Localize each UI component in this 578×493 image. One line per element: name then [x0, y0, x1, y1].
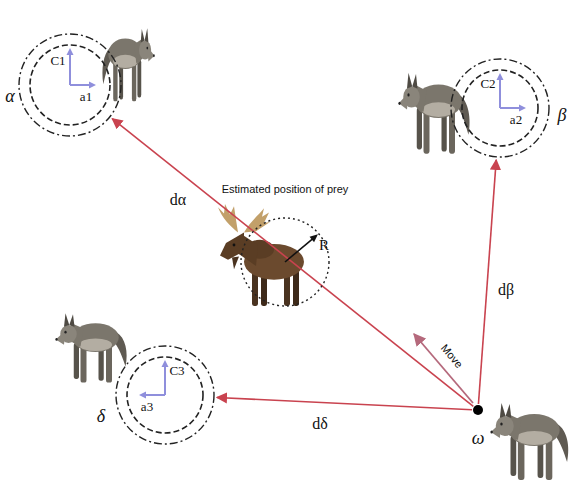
wolf-figure [490, 403, 568, 480]
coefficient-axis [500, 107, 522, 109]
omega-position: ω [473, 405, 483, 415]
outer-ring [19, 34, 121, 136]
omega-wolf [490, 403, 568, 480]
wolf-figure [55, 313, 126, 382]
distance-line [217, 397, 472, 409]
wolf-label: α [5, 87, 14, 107]
wolf-label: β [558, 106, 567, 126]
outer-ring [116, 346, 214, 444]
coefficient-label: a2 [510, 113, 522, 127]
axis-head [67, 48, 74, 55]
arrow-head [310, 234, 318, 242]
coefficient-axis [143, 394, 165, 396]
node-outline [240, 217, 330, 307]
node-outline [115, 345, 215, 445]
coefficient-label: C1 [50, 54, 65, 68]
distance-label: dα [170, 191, 186, 209]
inner-ring [30, 45, 110, 125]
wolf-label: ω [472, 429, 485, 449]
inner-ring [462, 70, 538, 146]
beta-wolf [398, 73, 469, 154]
coefficient-axis [499, 77, 501, 108]
position-dot [473, 405, 483, 415]
prey-region: Estimated position of preyR [240, 217, 330, 307]
node-outline [473, 405, 483, 415]
coefficient-label: C2 [480, 77, 495, 91]
radius-label: R [319, 237, 329, 254]
delta-region: δC3a3 [115, 345, 215, 445]
prey-moose [218, 204, 304, 306]
node-outline [450, 58, 550, 158]
move-label: Move [439, 342, 466, 370]
prey-title: Estimated position of prey [222, 183, 349, 195]
coefficient-axis [69, 52, 71, 85]
beta-region: βC2a2 [450, 58, 550, 158]
coefficient-axis [164, 364, 166, 395]
axis-head [519, 105, 526, 112]
delta-wolf [55, 313, 126, 382]
axis-head [89, 82, 96, 89]
distance-line [478, 160, 496, 404]
distance-line [112, 119, 473, 407]
coefficient-label: a3 [141, 400, 153, 414]
distance-label: dβ [498, 281, 514, 299]
distance-label: dδ [312, 415, 328, 433]
radius-arrow [285, 238, 314, 262]
wolf-label: δ [97, 407, 105, 427]
coefficient-label: C3 [169, 364, 184, 378]
outer-ring [451, 59, 549, 157]
node-outline [18, 33, 122, 137]
axis-head [139, 392, 146, 399]
axis-head [497, 73, 504, 80]
axis-head [162, 360, 169, 367]
coefficient-axis [70, 84, 92, 86]
coefficient-label: a1 [80, 90, 92, 104]
wolf-figure [398, 73, 469, 154]
prey-ring [241, 218, 329, 306]
inner-ring [127, 357, 203, 433]
alpha-region: αC1a1 [18, 33, 122, 137]
move-arrow [414, 334, 473, 403]
